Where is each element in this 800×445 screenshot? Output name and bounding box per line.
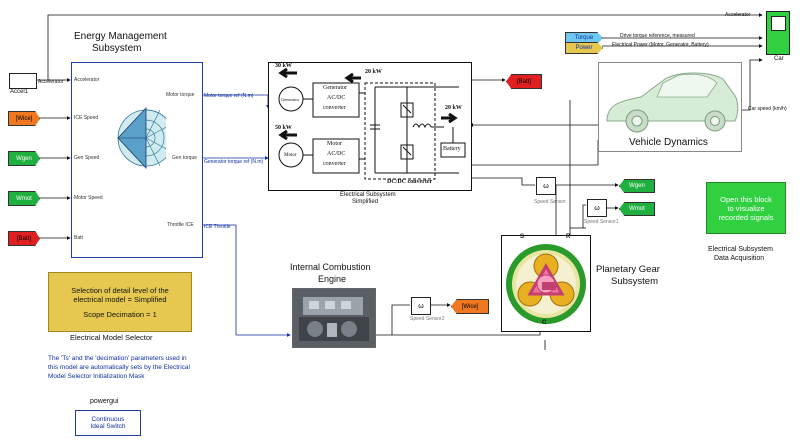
car-scope[interactable]	[766, 11, 790, 55]
planetary-gear-icon	[506, 244, 586, 324]
energy-management-subsystem[interactable]	[71, 62, 203, 258]
speed-sensor1-omega-icon: ω	[594, 204, 600, 212]
engine-icon	[293, 289, 375, 347]
motor-converter-l1: Motor	[327, 141, 342, 147]
ems-title-line1: Energy Management	[74, 31, 167, 42]
car-icon	[606, 72, 739, 133]
selector-line1: Selection of detail level of the	[71, 285, 169, 295]
planetary-port-s: S	[520, 234, 525, 240]
planetary-title-line1: Planetary Gear	[596, 264, 660, 275]
generator-label: Generator	[281, 97, 299, 102]
data-acq-line1: Open this block	[720, 194, 772, 204]
from-tag-batt[interactable]: [Batt]	[8, 231, 40, 246]
electrical-caption-line1: Electrical Subsystem	[340, 192, 396, 198]
ems-out-gen-torque: Gen torque	[172, 155, 198, 161]
goto-tag-wmot[interactable]: Wmot	[619, 202, 655, 216]
accel-port-label: Accelerator	[38, 79, 64, 85]
signal-car-speed: Car speed (km/h)	[748, 106, 787, 112]
ems-logo-icon	[117, 106, 166, 170]
electrical-schematic	[278, 67, 466, 180]
battery-label: Battery	[443, 146, 461, 152]
powergui-block[interactable]: Continuous Ideal Switch	[75, 410, 141, 436]
electrical-caption-line2: Simplified	[352, 199, 379, 205]
goto-tag-wice[interactable]: [Wice]	[451, 299, 489, 314]
signal-accelerator-top: Accelerator	[725, 12, 751, 18]
electrical-subsystem[interactable]: 30 kW 50 kW 20 kW 20 kW Generator Motor …	[268, 62, 472, 191]
vehicle-dynamics-caption: Vehicle Dynamics	[629, 137, 708, 148]
gen-converter-l2: AC/DC	[327, 95, 346, 101]
from-tag-torque[interactable]: Torque	[565, 32, 603, 44]
powergui-line1: Continuous	[91, 416, 125, 423]
signal-drive-torque: Drive torque reference, measured	[620, 33, 695, 39]
data-acq-caption2: Data Acquisition	[714, 255, 765, 262]
vehicle-dynamics[interactable]: Vehicle Dynamics	[598, 62, 742, 152]
motor-label: Motor	[284, 153, 297, 158]
ice-title-line1: Internal Combustion	[290, 262, 371, 272]
data-acq-line3: recorded signals	[718, 212, 774, 222]
gen-converter-l3: converter	[323, 105, 346, 111]
signal-electrical-power: Electrical Power (Motor, Generator, Batt…	[612, 42, 709, 48]
goto-tag-batt[interactable]: [Batt]	[506, 74, 542, 89]
speed-sensor2-caption: Speed Sensor2	[410, 316, 445, 322]
kw-battery: 20 kW	[445, 105, 462, 111]
from-tag-wmot[interactable]: Wmot	[8, 191, 40, 206]
note-line3: Model Selector Initialization Mask	[48, 373, 145, 380]
speed-sensor-caption: Speed Sensor	[534, 199, 566, 205]
selector-caption: Electrical Model Selector	[70, 333, 153, 342]
planetary-title-line2: Subsystem	[611, 276, 658, 287]
signal-motor-torque-ref: Motor torque ref (N.m)	[204, 93, 254, 99]
from-tag-wice[interactable]: [Wice]	[8, 111, 40, 126]
planetary-port-c: C	[542, 320, 547, 326]
selector-line3: Scope Decimation = 1	[83, 309, 157, 319]
ems-in-batt: Batt	[74, 235, 83, 241]
kw-bus: 20 kW	[365, 69, 382, 75]
note-line1: The 'Ts' and the 'decimation' parameters…	[48, 355, 187, 362]
motor-converter-l3: converter	[323, 161, 346, 167]
ems-in-gen-speed: Gen Speed	[74, 155, 100, 161]
kw-generator: 30 kW	[275, 63, 292, 69]
gen-converter-l1: Generator	[323, 85, 347, 91]
planetary-gear-subsystem[interactable]: S R C	[501, 234, 591, 332]
motor-converter-l2: AC/DC	[327, 151, 346, 157]
ems-in-accelerator: Accelerator	[74, 77, 100, 83]
from-tag-power[interactable]: Power	[565, 42, 603, 54]
ems-in-motor-speed: Motor Speed	[74, 195, 103, 201]
dcdc-label: DC/DC converter	[387, 179, 433, 185]
speed-sensor2[interactable]: ω	[411, 297, 431, 315]
ems-out-motor-torque: Motor torque	[166, 92, 195, 98]
ems-in-ice-speed: ICE Speed	[74, 115, 99, 121]
goto-tag-wgen[interactable]: Wgen	[619, 179, 655, 193]
signal-generator-torque-ref: Generator torque ref (N.m)	[204, 159, 264, 165]
speed-sensor[interactable]: ω	[536, 177, 556, 195]
selector-line2: electrical model = Simplified	[73, 294, 167, 304]
internal-combustion-engine[interactable]	[292, 288, 376, 348]
speed-sensor-omega-icon: ω	[543, 182, 549, 190]
data-acquisition-block[interactable]: Open this block to visualize recorded si…	[706, 182, 786, 234]
electrical-model-selector[interactable]: Selection of detail level of the electri…	[48, 272, 192, 332]
signal-ice-throttle: ICE Throttle	[204, 224, 231, 230]
ice-title-line2: Engine	[318, 274, 347, 284]
scope-screen	[771, 16, 786, 31]
data-acq-line2: to visualize	[727, 203, 765, 213]
powergui-title: powergui	[90, 398, 119, 405]
speed-sensor1-caption: Speed Sensor1	[584, 219, 619, 225]
scope-caption: Car	[774, 56, 784, 62]
planetary-port-r: R	[566, 234, 571, 240]
ems-title-line2: Subsystem	[92, 43, 142, 54]
data-acq-caption1: Electrical Subsystem	[708, 246, 773, 253]
note-line2: this model are automatically sets by the…	[48, 364, 190, 371]
accel-block[interactable]	[9, 73, 37, 89]
speed-sensor1[interactable]: ω	[587, 199, 607, 217]
from-tag-wgen[interactable]: Wgen	[8, 151, 40, 166]
kw-motor: 50 kW	[275, 125, 292, 131]
powergui-line2: Ideal Switch	[90, 423, 126, 430]
ems-out-throttle: Throttle ICE	[167, 222, 194, 228]
speed-sensor2-omega-icon: ω	[418, 302, 424, 310]
accel-block-label: Accel1	[10, 89, 29, 95]
